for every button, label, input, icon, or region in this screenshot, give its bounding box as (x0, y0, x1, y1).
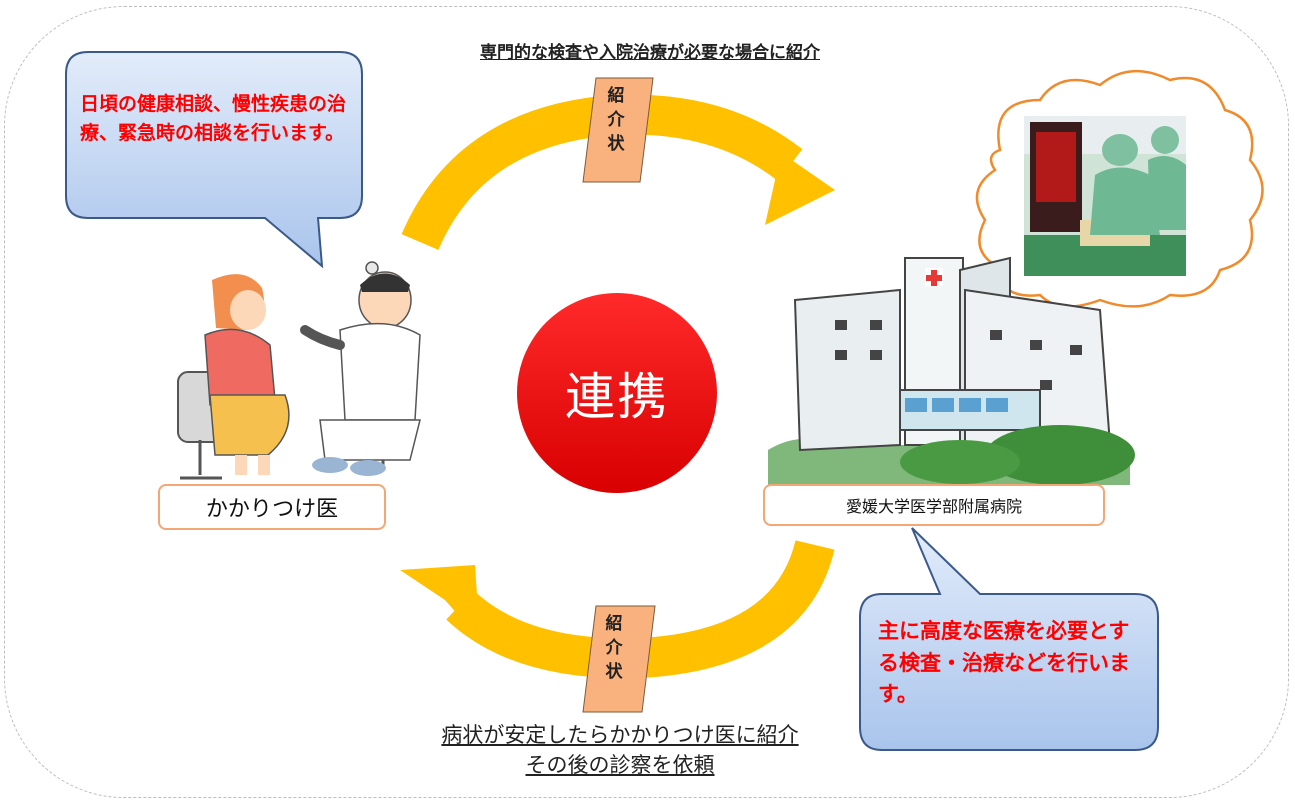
slip-char-3: 状 (607, 134, 625, 154)
slip-char-2: 介 (607, 110, 625, 130)
referral-slip-top-text: 紹 介 状 (601, 84, 631, 156)
right-bubble-text: 主に高度な医療を必要とする検査・治療などを行います。 (878, 619, 1130, 706)
slip-char-2: 介 (605, 638, 623, 658)
slip-char-3: 状 (605, 662, 623, 682)
bottom-caption-line-2: その後の診察を依頼 (525, 753, 715, 777)
slip-char-1: 紹 (605, 614, 623, 634)
left-speech-bubble (65, 51, 363, 269)
hospital-illustration (768, 256, 1135, 485)
left-bubble-text: 日頃の健康相談、慢性疾患の治療、緊急時の相談を行います。 (80, 93, 347, 144)
referral-slip-top (582, 77, 654, 183)
doctor-patient-illustration (177, 261, 421, 480)
bottom-caption-line-1: 病状が安定したらかかりつけ医に紹介 (441, 723, 799, 747)
collaboration-label: 連携 (565, 368, 669, 426)
center-circle (517, 293, 717, 493)
hospital-label: 愛媛大学医学部附属病院 (763, 484, 1105, 526)
referral-slip-bottom (582, 605, 656, 713)
referral-slip-bottom-text: 紹 介 状 (599, 612, 629, 684)
slip-char-1: 紹 (607, 86, 625, 106)
rounded-frame (4, 6, 1289, 798)
surgery-illustration (1024, 116, 1186, 276)
right-speech-bubble (859, 527, 1159, 751)
clinic-label: かかりつけ医 (158, 484, 386, 530)
top-caption: 専門的な検査や入院治療が必要な場合に紹介 (480, 43, 820, 63)
